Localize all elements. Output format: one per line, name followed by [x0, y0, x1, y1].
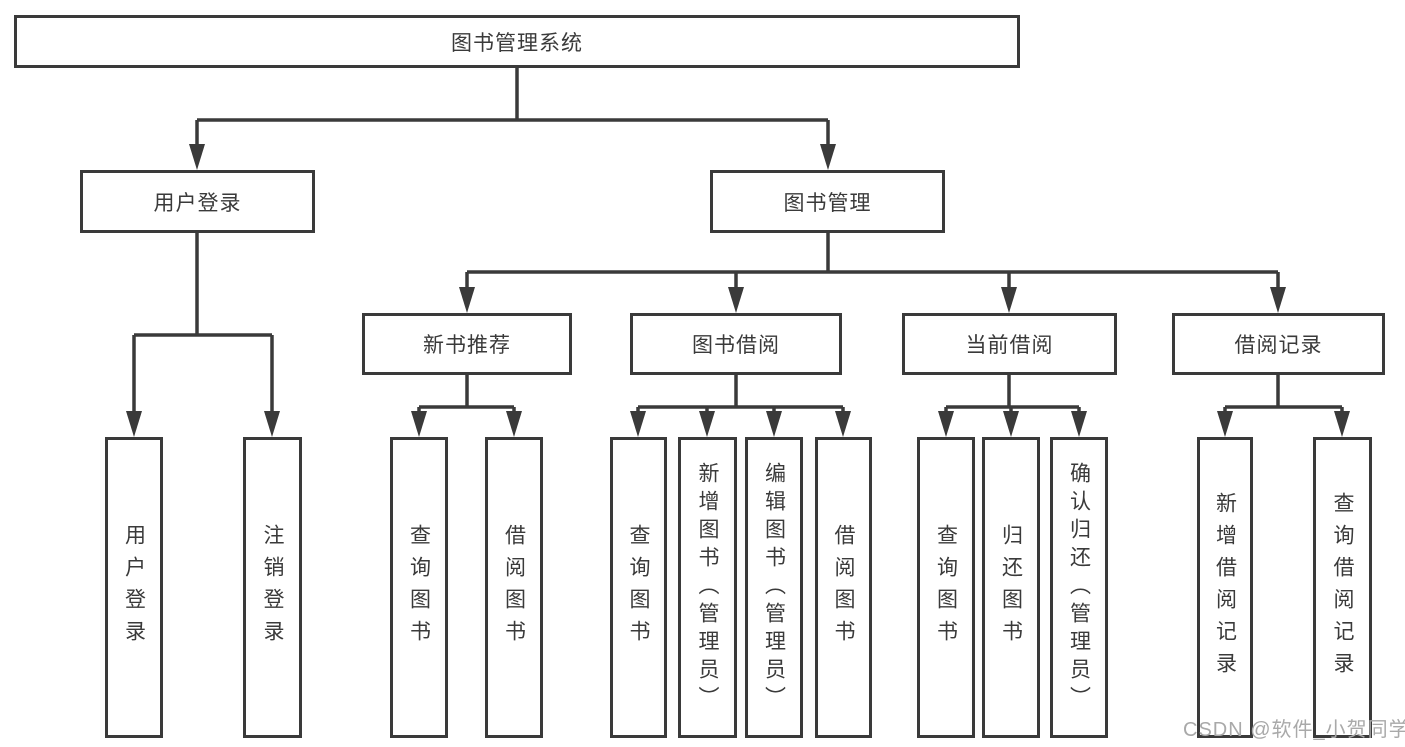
arrow-down-icon [411, 411, 427, 437]
leaf-user-login-label: 用户登录 [122, 523, 146, 652]
leaf-search-books-recommend: 查询图书 [390, 437, 448, 738]
arrow-down-icon [630, 411, 646, 437]
leaf-edit-book-admin-label: 编辑图书（管理员） [762, 461, 786, 714]
leaf-search-books-recommend-label: 查询图书 [407, 523, 431, 652]
connector-line [636, 375, 845, 429]
leaf-add-book-admin: 新增图书（管理员） [678, 437, 737, 738]
arrow-down-icon [728, 287, 744, 313]
leaf-user-login: 用户登录 [105, 437, 163, 738]
node-borrowing-records-label: 借阅记录 [1234, 334, 1323, 357]
leaf-logout: 注销登录 [243, 437, 302, 738]
leaf-borrow-books-recommend-label: 借阅图书 [502, 523, 526, 652]
leaf-search-borrow-record: 查询借阅记录 [1313, 437, 1372, 738]
arrow-down-icon [189, 144, 205, 170]
arrow-down-icon [766, 411, 782, 437]
watermark: CSDN @软件_小贺同学 [1183, 719, 1405, 741]
node-current-borrowing: 当前借阅 [902, 313, 1117, 375]
leaf-add-book-admin-label: 新增图书（管理员） [696, 461, 719, 714]
leaf-add-borrow-record-label: 新增借阅记录 [1213, 491, 1237, 684]
leaf-search-books-borrowing-label: 查询图书 [627, 523, 650, 652]
leaf-confirm-return-admin: 确认归还（管理员） [1050, 437, 1108, 738]
connector-line [195, 68, 830, 162]
node-book-management-label: 图书管理 [783, 191, 872, 215]
leaf-edit-book-admin: 编辑图书（管理员） [745, 437, 803, 738]
node-book-management: 图书管理 [710, 170, 945, 233]
node-user-login-label: 用户登录 [153, 191, 242, 215]
node-new-book-recommend-label: 新书推荐 [423, 334, 511, 357]
arrow-down-icon [459, 287, 475, 313]
node-root-label: 图书管理系统 [451, 31, 583, 55]
arrow-down-icon [1270, 287, 1286, 313]
leaf-search-borrow-record-label: 查询借阅记录 [1331, 491, 1354, 684]
leaf-logout-label: 注销登录 [261, 523, 284, 652]
connector-line [465, 233, 1280, 305]
leaf-return-book-label: 归还图书 [999, 523, 1023, 652]
arrow-down-icon [835, 411, 851, 437]
arrow-down-icon [264, 411, 280, 437]
leaf-confirm-return-admin-label: 确认归还（管理员） [1067, 461, 1091, 714]
node-book-borrowing-label: 图书借阅 [692, 334, 780, 357]
arrow-down-icon [938, 411, 954, 437]
arrow-down-icon [699, 411, 715, 437]
node-borrowing-records: 借阅记录 [1172, 313, 1385, 375]
arrow-down-icon [1334, 411, 1350, 437]
leaf-return-book: 归还图书 [982, 437, 1040, 738]
leaf-add-borrow-record: 新增借阅记录 [1197, 437, 1253, 738]
arrow-down-icon [820, 144, 836, 170]
arrow-down-icon [1071, 411, 1087, 437]
leaf-search-books-current: 查询图书 [917, 437, 975, 738]
node-current-borrowing-label: 当前借阅 [965, 334, 1054, 357]
leaf-borrow-books-borrowing-label: 借阅图书 [832, 523, 855, 652]
connector-line [1223, 375, 1344, 429]
node-user-login: 用户登录 [80, 170, 315, 233]
node-new-book-recommend: 新书推荐 [362, 313, 572, 375]
leaf-borrow-books-borrowing: 借阅图书 [815, 437, 872, 738]
connector-line [417, 375, 516, 429]
leaf-search-books-current-label: 查询图书 [934, 523, 958, 652]
leaf-search-books-borrowing: 查询图书 [610, 437, 667, 738]
node-root: 图书管理系统 [14, 15, 1020, 68]
arrow-down-icon [1003, 411, 1019, 437]
leaf-borrow-books-recommend: 借阅图书 [485, 437, 543, 738]
arrow-down-icon [506, 411, 522, 437]
arrow-down-icon [126, 411, 142, 437]
connector-line [132, 233, 274, 429]
arrow-down-icon [1001, 287, 1017, 313]
arrow-down-icon [1217, 411, 1233, 437]
node-book-borrowing: 图书借阅 [630, 313, 842, 375]
